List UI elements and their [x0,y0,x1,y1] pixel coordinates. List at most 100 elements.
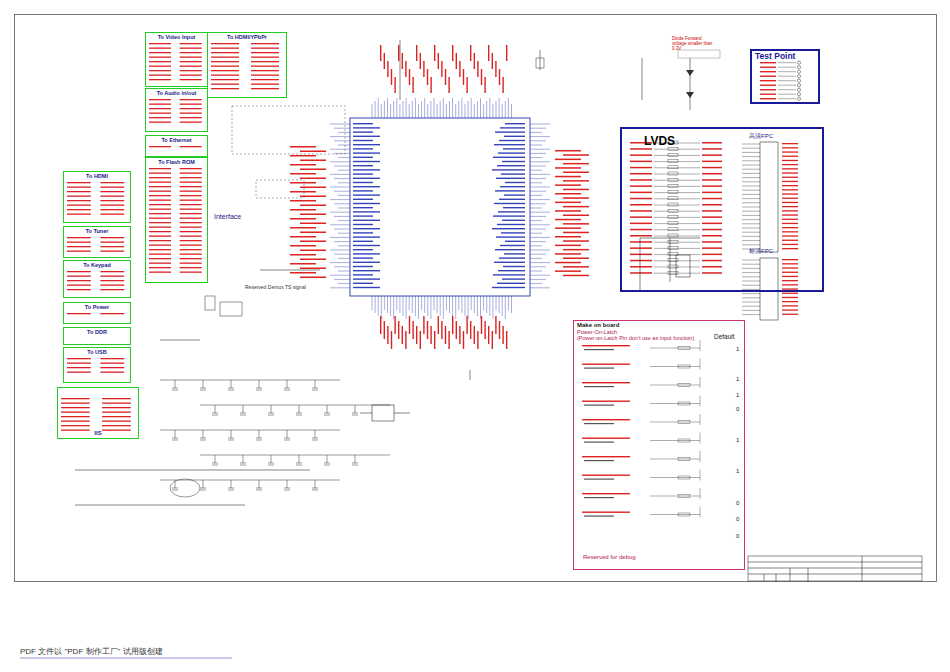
net-mark [492,53,493,69]
wire [330,237,350,238]
pin-name-mark [494,144,525,145]
wire [700,507,701,518]
pin-name-mark [493,215,525,216]
net-mark [149,263,171,264]
sheet-frame [15,15,937,582]
wire [742,219,760,220]
wire [530,140,546,141]
wire [334,178,350,179]
net-mark [384,321,385,339]
net-mark [630,272,652,274]
group-box: To Video Input [145,32,208,87]
net-mark [180,57,202,58]
wire [489,98,490,118]
resistor-symbol [668,271,678,274]
net-mark [290,272,316,274]
net-mark [427,69,428,85]
wire [440,296,441,316]
pin-name-mark [353,270,380,271]
wire [330,262,350,263]
net-mark [67,246,91,247]
wire [338,283,350,284]
net-mark [760,85,776,86]
net-mark [61,425,90,426]
net-mark [555,219,581,221]
group-box: To Audio in/out [145,88,208,132]
wire [396,296,397,310]
net-mark [702,142,722,144]
net-mark [180,195,202,196]
box-title: To Keypad [67,262,127,268]
net-mark [760,76,776,77]
net-mark [290,245,316,247]
wire [256,490,262,491]
net-mark [563,215,589,217]
net-mark [582,493,630,494]
wire [430,296,431,319]
note-mark [584,423,614,424]
pin-name-mark [502,278,525,279]
pin-name-mark [498,270,525,271]
net-mark [149,177,171,178]
net-mark [149,218,171,219]
net-mark [495,61,496,77]
group-box: To HDMI [63,171,131,223]
wire [327,405,328,413]
net-mark [211,48,239,49]
wire [700,470,701,481]
net-mark [67,276,91,277]
wire [424,98,425,118]
wire [299,455,300,463]
pin-name-mark [353,178,380,179]
net-mark [456,53,457,69]
wire [312,488,318,489]
pin-name-mark [496,236,525,237]
wire [700,451,701,462]
box-title: 高清FPC [749,133,783,140]
wire [642,58,643,100]
net-mark [100,285,124,286]
connector-caption: 标清FPC [746,247,786,259]
box-title: To Flash ROM [149,159,204,165]
wire [468,101,469,118]
wire [530,199,550,200]
crystal-symbol [205,296,215,310]
net-mark [100,289,124,290]
net-mark [391,69,392,85]
wire [508,98,509,118]
net-mark [100,280,124,281]
pin-name-mark [353,232,373,233]
net-mark [434,45,435,61]
wire [172,390,178,391]
resistor-symbol [668,228,678,231]
pin-name-mark [353,157,373,158]
resistor-symbol [668,265,678,268]
note-mark [584,405,614,406]
wire [654,229,700,230]
net-mark [760,71,776,72]
net-mark [782,309,798,310]
net-mark [702,260,722,262]
net-mark [452,316,453,334]
pin-name-mark [505,182,525,183]
net-mark [211,88,239,89]
pin-name-mark [353,224,373,225]
pin-name-mark [353,169,380,170]
note-label: Diode Forward voltage smaller than 0.3V [672,36,716,52]
test-pad [797,93,800,96]
net-mark [102,403,131,404]
net-mark [149,227,171,228]
net-mark [782,276,798,277]
net-mark [180,209,202,210]
net-mark [180,168,202,169]
resistor-symbol [678,347,690,350]
wire [296,465,302,466]
wire [530,157,542,158]
net-mark [300,214,326,216]
wire [700,359,701,370]
wire [742,264,760,265]
default-value: 1 [736,392,739,399]
pin-name-mark [492,228,525,229]
wire [243,455,244,463]
net-mark [149,173,171,174]
